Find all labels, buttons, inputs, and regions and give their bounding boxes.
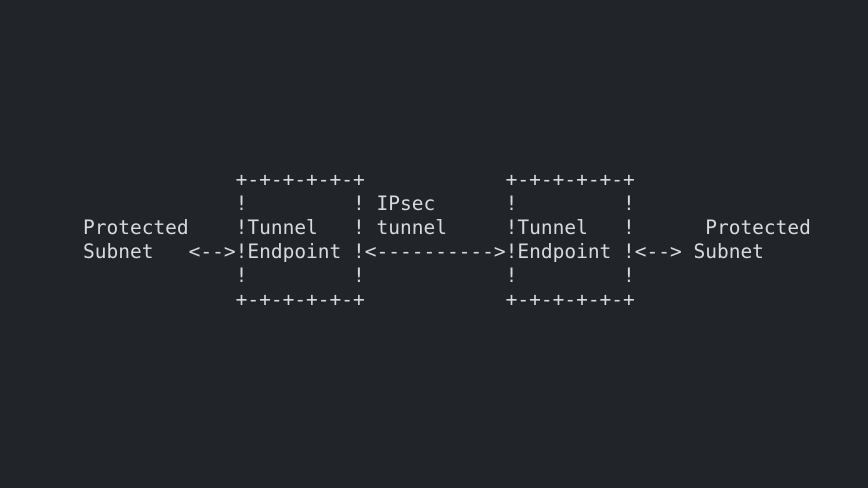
- ipsec-tunnel-ascii-diagram: +-+-+-+-+-+ +-+-+-+-+-+ ! ! IPsec ! ! Pr…: [83, 168, 811, 311]
